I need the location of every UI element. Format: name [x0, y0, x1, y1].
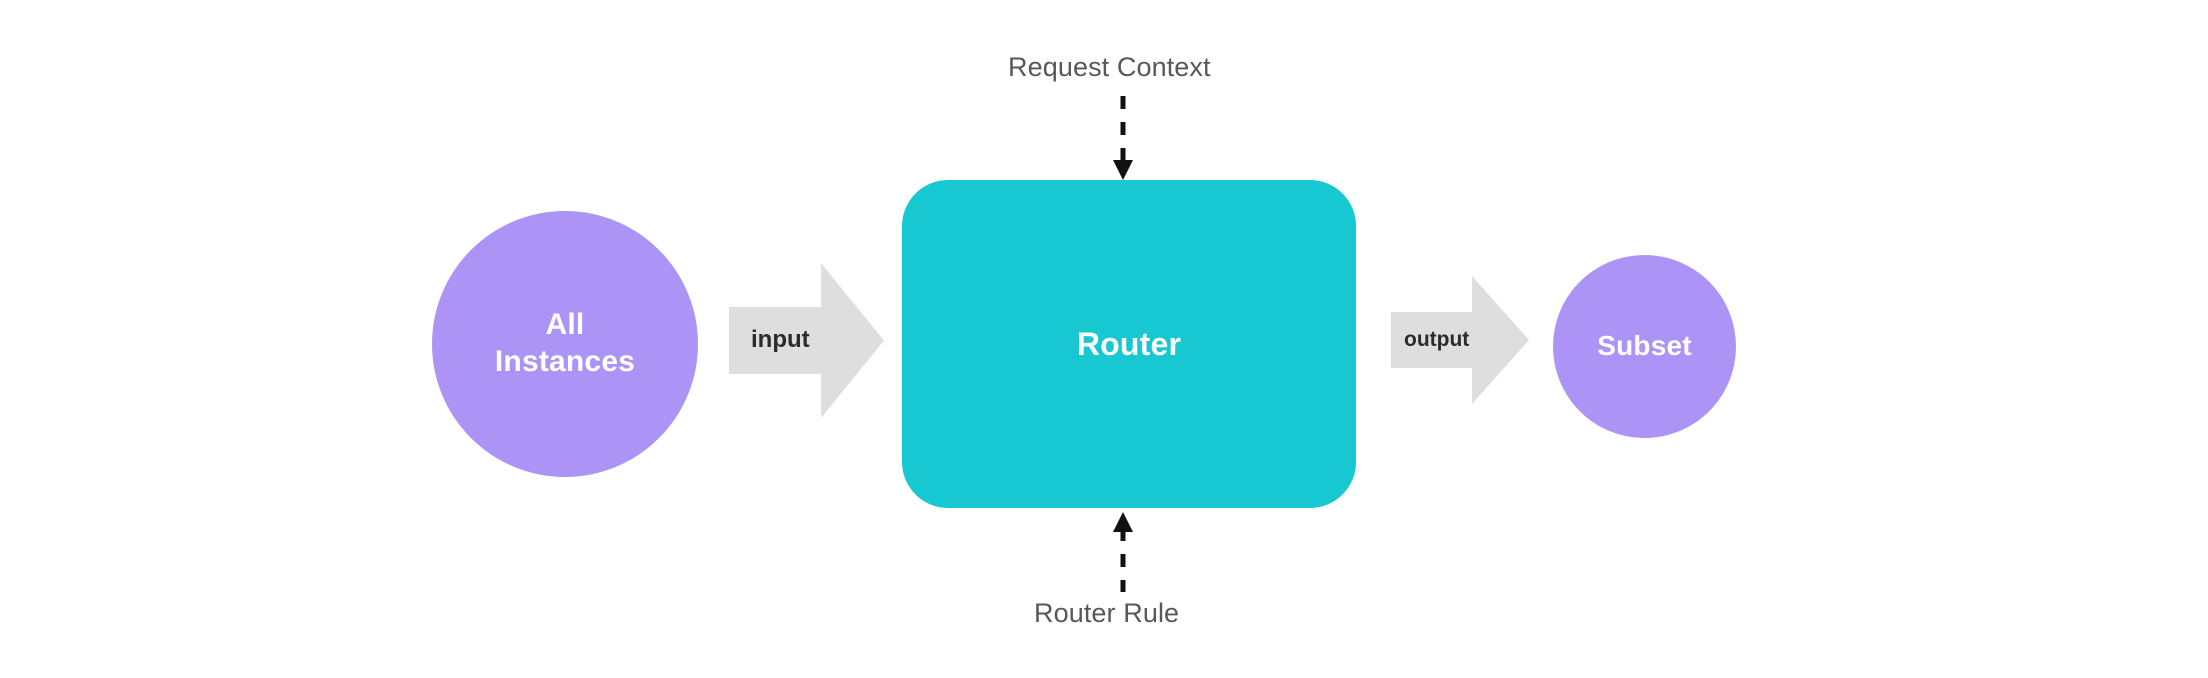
label-router-rule: Router Rule	[1034, 598, 1180, 628]
node-router-label: Router	[1076, 325, 1182, 362]
node-router[interactable]: Router	[902, 180, 1356, 508]
arrow-output[interactable]	[1391, 276, 1529, 404]
arrow-output-label: output	[1404, 328, 1470, 351]
connector-router-rule	[1105, 512, 1141, 592]
node-all-instances-label: All Instances	[494, 308, 636, 378]
arrow-input-label: input	[751, 326, 810, 353]
arrow-input-shape	[729, 263, 884, 418]
label-request-context: Request Context	[1008, 52, 1211, 82]
connector-request-context	[1105, 96, 1141, 182]
node-all-instances[interactable]: All Instances	[432, 211, 698, 477]
dashed-arrow-down-icon	[1113, 96, 1133, 180]
node-subset[interactable]: Subset	[1553, 255, 1736, 438]
arrow-output-shape	[1391, 276, 1529, 404]
dashed-arrow-up-icon	[1113, 512, 1133, 592]
node-subset-label: Subset	[1597, 330, 1692, 362]
arrow-input[interactable]	[729, 263, 884, 418]
